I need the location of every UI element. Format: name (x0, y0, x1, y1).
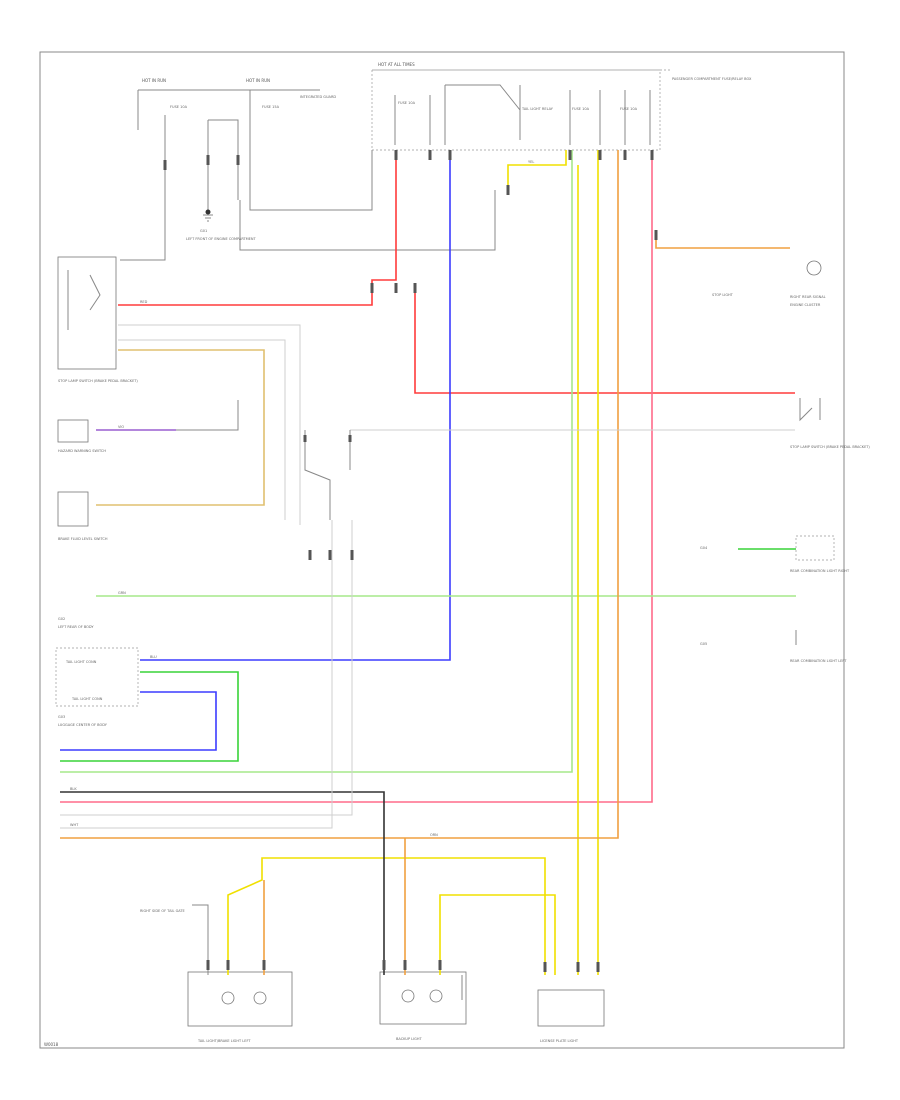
wire-lgray-stop (176, 400, 239, 431)
label-g4: G04 (700, 546, 708, 550)
label-hazard-switch: HAZARD WARNING SWITCH (58, 449, 106, 453)
label-wire-red: RED (140, 300, 148, 304)
label-ground-g1-desc: LEFT FRONT OF ENGINE COMPARTMENT (186, 237, 256, 241)
label-tail-conn-a: TAIL LIGHT CONN (65, 660, 97, 664)
backup-bulb-1 (401, 989, 415, 1003)
tail-conn-box (55, 647, 139, 707)
fuse-internal-b (569, 90, 651, 145)
stop-lamp-switch-box (57, 419, 89, 443)
label-wire-orn: ORN (430, 833, 438, 837)
label-brake: BRAKE FLUID LEVEL SWITCH (58, 537, 108, 541)
label-integrated-guard: INTEGRATED GUARD (300, 95, 336, 99)
wire-lgray-d (60, 520, 353, 816)
fuse-box-outline (371, 69, 661, 151)
label-rear-combo-l: REAR COMBINATION LIGHT LEFT (790, 659, 847, 663)
wire-orange-long (60, 150, 619, 839)
label-fuse-a: FUSE 10A (170, 105, 188, 109)
right-signal-bulb (806, 260, 822, 276)
hazard-switch-box (57, 491, 89, 527)
wire-lgray-a (118, 324, 301, 525)
label-right-signal-desc: ENGINE CLUSTER (790, 303, 821, 307)
right-combo-r-box (795, 535, 835, 561)
label-hot-in-run: HOT IN RUN (246, 78, 270, 83)
label-tail-conn-b: TAIL LIGHT CONN (71, 697, 103, 701)
relay-return (239, 190, 496, 251)
wire-tan (96, 349, 265, 506)
label-ground-g1: G01 (200, 229, 207, 233)
label-wire-blk: BLK (70, 787, 77, 791)
fuse-internal-a (394, 95, 431, 145)
tail-bulb-1 (221, 991, 235, 1005)
wire-yellow-d (439, 894, 556, 975)
wire-red-main (118, 150, 397, 306)
wire-blue-loop (60, 691, 217, 751)
label-stop-lamp-switch: STOP LAMP SWITCH (BRAKE PEDAL BRACKET) (58, 379, 138, 383)
tail-lamp-box (187, 971, 293, 1027)
label-relay: TAIL LIGHT RELAY (521, 107, 554, 111)
feed-ground-g1 (207, 119, 239, 210)
label-g2: G02 (58, 617, 65, 621)
label-backup-lamp: BACKUP LIGHT (396, 1037, 422, 1041)
label-stop-switch-r: STOP LAMP SWITCH (BRAKE PEDAL BRACKET) (790, 445, 870, 449)
lic-lamp-box (537, 989, 605, 1027)
label-g3: G03 (58, 715, 65, 719)
wire-lgray-b (118, 339, 286, 520)
wire-yellow-top (507, 150, 567, 185)
left-relay-switch (67, 270, 101, 330)
wire-lgray-e (60, 520, 333, 829)
label-stop-light-r: STOP LIGHT (712, 293, 734, 297)
backup-bulb-2 (429, 989, 443, 1003)
label-g3-desc: LUGGAGE CENTER OF BODY (58, 723, 108, 727)
label-tail-lamp: TAIL LIGHT/BRAKE LIGHT LEFT (197, 1039, 251, 1043)
wire-orange-right (655, 230, 790, 249)
label-g5-desc: RIGHT SIDE OF TAIL GATE (140, 909, 185, 913)
wire-pink-long (60, 150, 653, 803)
label-g2-desc: LEFT REAR OF BODY (58, 625, 94, 629)
wire-green-bottom (60, 150, 573, 773)
label-wire-blu: BLU (150, 655, 157, 659)
label-fuse-b: FUSE 15A (262, 105, 280, 109)
relay-internal (444, 84, 521, 145)
label-fuse-e: FUSE 10A (620, 107, 638, 111)
label-wire-grn: GRN (118, 591, 126, 595)
label-wire-yel: YEL (528, 160, 534, 164)
backup-lamp-box (379, 971, 467, 1025)
left-relay-box (57, 256, 117, 370)
feed-to-relay (120, 115, 166, 261)
ground-g1-symbol (203, 214, 213, 222)
label-hot-start: HOT AT ALL TIMES (378, 62, 415, 67)
wire-green-loop (60, 671, 239, 762)
wire-black (60, 791, 385, 975)
label-wire-wht: WHT (70, 823, 79, 827)
label-lic-lamp: LICENSE PLATE LIGHT (540, 1039, 579, 1043)
label-rear-combo-r: REAR COMBINATION LIGHT RIGHT (790, 569, 850, 573)
right-stop-switch (799, 398, 821, 422)
label-wire-vio: VIO (118, 425, 124, 429)
wire-red-right (414, 285, 795, 394)
wire-yellow-c (227, 857, 546, 975)
wire-blue-main (140, 150, 451, 661)
label-right-signal: RIGHT REAR SIGNAL (790, 295, 826, 299)
tail-bulb-2 (253, 991, 267, 1005)
label-fuse-d: FUSE 10A (572, 107, 590, 111)
label-fuse-c: FUSE 10A (398, 101, 416, 105)
label-hot-all-times: HOT IN RUN (142, 78, 166, 83)
top-left-feed (137, 89, 373, 211)
footer-code: W0018 (44, 1042, 59, 1047)
diagram-frame (39, 51, 845, 1049)
connector-markers (163, 150, 658, 972)
wire-gray-bottom-l (192, 904, 209, 975)
label-fuse-box-note: PASSENGER COMPARTMENT FUSE/RELAY BOX (672, 77, 752, 81)
ground-g1-dot (205, 209, 211, 215)
label-g5: G05 (700, 642, 707, 646)
wire-gray-mid (304, 430, 351, 520)
